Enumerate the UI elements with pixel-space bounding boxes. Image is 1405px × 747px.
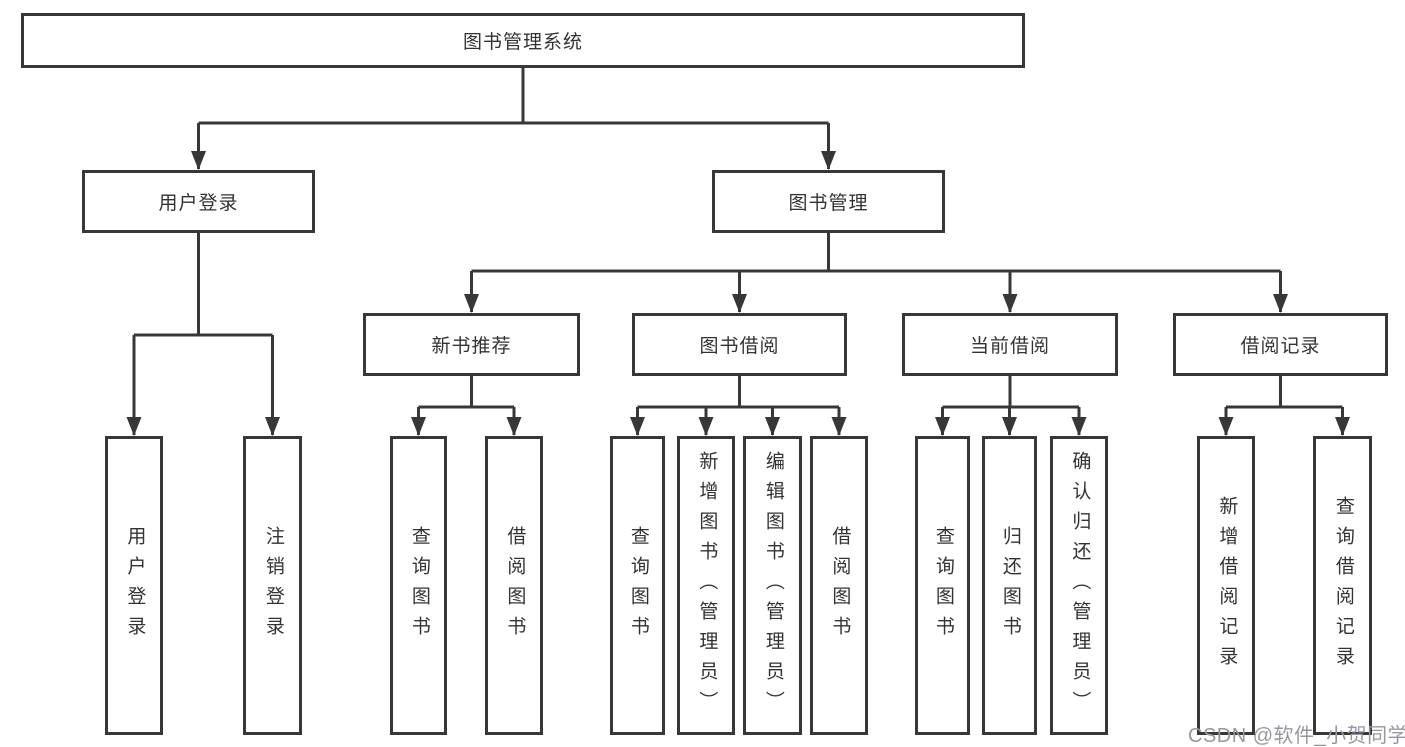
- connector-borrow-records-children: [1218, 376, 1350, 436]
- leaf-add-books-admin: 新增图书（管理员）: [677, 436, 735, 735]
- node-borrow-records: 借阅记录: [1173, 313, 1388, 376]
- leaf-user-login: 用户登录: [105, 436, 163, 735]
- node-new-book-recommend: 新书推荐: [363, 313, 580, 376]
- node-book-management: 图书管理: [712, 170, 945, 233]
- leaf-borrow-books: 借阅图书: [810, 436, 868, 735]
- node-current-borrow: 当前借阅: [902, 313, 1118, 376]
- leaf-query-books-current: 查询图书: [915, 436, 970, 735]
- node-user-login: 用户登录: [82, 170, 315, 233]
- connector-user-login-children: [126, 233, 280, 436]
- node-book-borrow: 图书借阅: [632, 313, 847, 376]
- leaf-query-books-borrow: 查询图书: [610, 436, 665, 735]
- watermark: CSDN @软件_小贺同学: [1188, 725, 1405, 747]
- connector-root-to-level2: [191, 68, 836, 170]
- leaf-confirm-return-admin: 确认归还（管理员）: [1050, 436, 1108, 735]
- leaf-return-books: 归还图书: [982, 436, 1037, 735]
- connector-book-borrow-children: [630, 376, 847, 436]
- leaf-add-borrow-record: 新增借阅记录: [1197, 436, 1255, 735]
- connector-book-mgmt-children: [464, 233, 1288, 313]
- node-library-system: 图书管理系统: [21, 13, 1025, 68]
- leaf-query-borrow-record: 查询借阅记录: [1313, 436, 1372, 735]
- connector-current-borrow-children: [935, 376, 1087, 436]
- leaf-query-books-recommend: 查询图书: [390, 436, 447, 735]
- leaf-logout: 注销登录: [243, 436, 302, 735]
- leaf-edit-books-admin: 编辑图书（管理员）: [743, 436, 802, 735]
- leaf-borrow-books-recommend: 借阅图书: [485, 436, 543, 735]
- connector-new-books-children: [411, 376, 522, 436]
